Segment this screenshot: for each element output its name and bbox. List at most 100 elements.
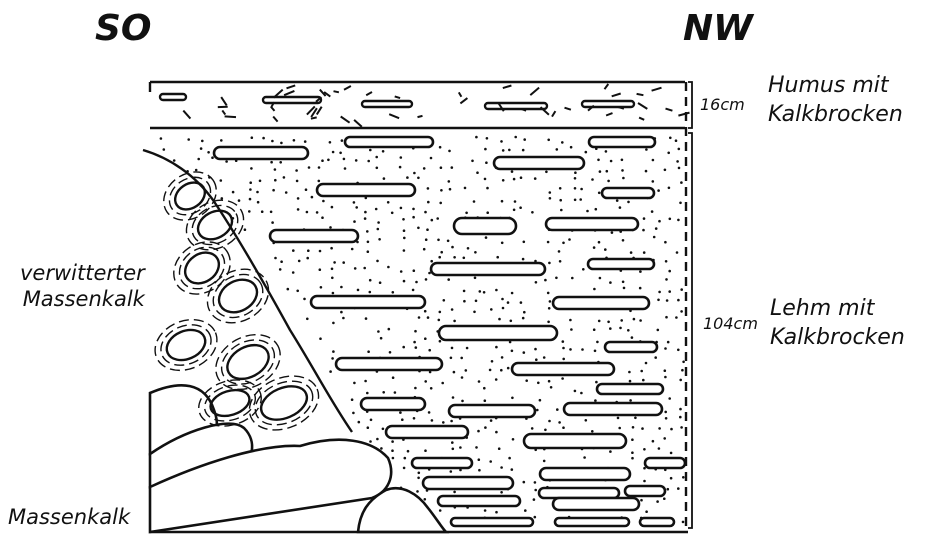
loam-dot <box>585 151 588 154</box>
humus-fleck <box>678 113 689 116</box>
humus-fleck <box>503 86 512 89</box>
loam-dot <box>412 216 415 219</box>
limestone-chunk <box>494 157 584 169</box>
loam-dot <box>403 280 406 283</box>
loam-dot <box>631 451 634 454</box>
loam-dot <box>327 159 330 162</box>
loam-dot <box>668 290 671 293</box>
loam-dot <box>442 421 445 424</box>
loam-dot <box>427 316 430 319</box>
loam-dot <box>484 399 487 402</box>
loam-dot <box>270 161 273 164</box>
loam-dot <box>539 399 542 402</box>
loam-dot <box>439 311 442 314</box>
loam-dot <box>500 466 503 469</box>
loam-dot <box>622 281 625 284</box>
loam-dot <box>628 371 631 374</box>
loam-dot <box>449 188 452 191</box>
loam-dot <box>440 189 443 192</box>
loam-dot <box>569 348 572 351</box>
loam-dot <box>332 151 335 154</box>
limestone-chunk <box>602 188 654 198</box>
loam-dot <box>200 147 203 150</box>
loam-dot <box>562 426 565 429</box>
loam-dot <box>400 156 403 159</box>
loam-dot <box>342 261 345 264</box>
loam-dot <box>534 481 537 484</box>
humus-fleck <box>565 108 571 110</box>
loam-dot <box>547 321 550 324</box>
humus-label-line2: Kalkbrocken <box>768 103 903 126</box>
loam-dot <box>453 320 456 323</box>
loam-dot <box>251 136 254 139</box>
loam-dot <box>678 167 681 170</box>
loam-dot <box>501 356 504 359</box>
loam-dot <box>477 430 480 433</box>
loam-dot <box>478 458 481 461</box>
loam-dot <box>610 160 613 163</box>
loam-dot <box>414 330 417 333</box>
loam-dot <box>318 180 321 183</box>
loam-dot <box>595 208 598 211</box>
loam-dot <box>490 308 493 311</box>
loam-dot <box>366 392 369 395</box>
loam-dot <box>417 177 420 180</box>
loam-dot <box>668 270 671 273</box>
loam-dot <box>534 516 537 519</box>
loam-dot <box>163 148 166 151</box>
weathered-lens <box>162 324 210 365</box>
loam-dot <box>500 491 503 494</box>
loam-dot <box>568 238 571 241</box>
limestone-chunk <box>605 342 657 352</box>
loam-dot <box>513 178 516 181</box>
loam-dot <box>244 228 247 231</box>
humus-fleck <box>530 88 539 96</box>
loam-dot <box>543 356 546 359</box>
loam-dot <box>197 158 200 161</box>
loam-dot <box>257 201 260 204</box>
loam-dot <box>424 211 427 214</box>
loam-dot <box>620 319 623 322</box>
loam-dot <box>632 426 635 429</box>
humus-fleck <box>638 103 647 109</box>
loam-dot <box>562 242 565 245</box>
loam-dot <box>657 329 660 332</box>
loam-dot <box>633 318 636 321</box>
loam-dot <box>664 376 667 379</box>
loam-dot <box>250 167 253 170</box>
loam-dot <box>424 380 427 383</box>
loam-dot <box>321 216 324 219</box>
loam-dot <box>365 317 368 320</box>
loam-dot <box>403 249 406 252</box>
loam-dot <box>392 291 395 294</box>
loam-dot <box>340 286 343 289</box>
loam-dot <box>593 246 596 249</box>
loam-dot <box>430 387 433 390</box>
humus-fleck <box>639 118 644 120</box>
loam-dot <box>441 382 444 385</box>
loam-dot <box>618 427 621 430</box>
loam-dot <box>249 188 252 191</box>
limestone-chunk <box>336 358 442 370</box>
loam-dot <box>485 161 488 164</box>
loam-dot <box>495 346 498 349</box>
loam-dot <box>679 416 682 419</box>
loam-dot <box>412 208 415 211</box>
limestone-chunk <box>539 488 619 498</box>
weathered-label-line1: verwitterter <box>20 262 145 284</box>
loam-dot <box>570 328 573 331</box>
humus-fleck <box>418 116 423 117</box>
limestone-chunk <box>386 426 468 438</box>
loam-dot <box>307 249 310 252</box>
loam-dot <box>295 169 298 172</box>
loam-dot <box>599 170 602 173</box>
loam-dot <box>329 226 332 229</box>
loam-dot <box>369 279 372 282</box>
loam-dot <box>369 291 372 294</box>
loam-dot <box>570 146 573 149</box>
loam-dot <box>316 211 319 214</box>
loam-dot <box>364 217 367 220</box>
loam-dot <box>549 197 552 200</box>
loam-dot <box>594 399 597 402</box>
